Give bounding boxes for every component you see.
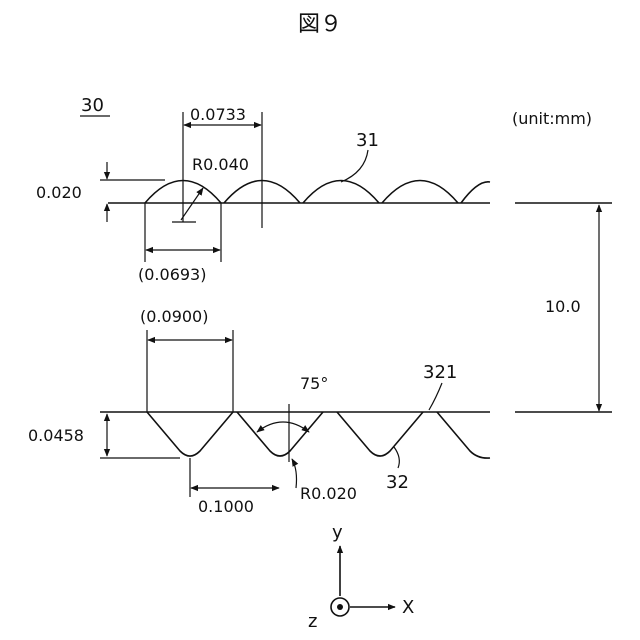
unit-label: (unit:mm): [512, 109, 592, 128]
lens-arc-partial: [461, 182, 490, 203]
coordinate-axes: y X z: [308, 522, 414, 632]
lens-arc-3: [303, 181, 379, 204]
prism-pitch-label: 0.1000: [198, 497, 254, 516]
radius-arrow: [181, 188, 203, 220]
lens-pitch-label: 0.0733: [190, 105, 246, 124]
lens-chord-label: (0.0693): [138, 265, 206, 284]
axis-z-dot: [337, 604, 343, 610]
ref-31-label: 31: [356, 130, 379, 151]
axis-x-label: X: [402, 597, 414, 618]
angle-arc: [257, 422, 309, 432]
tip-radius-leader: [292, 459, 297, 488]
ref-32-label: 32: [386, 472, 409, 493]
prism-groove-3: [337, 412, 423, 456]
ref-32-leader: [394, 447, 399, 468]
ref-321-label: 321: [423, 362, 457, 383]
thickness-label: 10.0: [545, 297, 581, 316]
figure-title: 図９: [298, 12, 342, 37]
ref-31-leader: [341, 150, 368, 182]
prism-groove-partial: [437, 412, 490, 458]
ref-30-label: 30: [81, 95, 104, 116]
prism-top-width-label: (0.0900): [140, 307, 208, 326]
ref-321-leader: [429, 383, 442, 410]
lower-prism-surface: [100, 412, 612, 458]
prism-angle-label: 75°: [300, 374, 328, 393]
lens-radius-label: R0.040: [192, 155, 249, 174]
lens-arc-4: [382, 181, 458, 204]
lens-height-label: 0.020: [36, 183, 82, 202]
prism-groove-1: [147, 412, 233, 456]
axis-z-label: z: [308, 611, 317, 632]
prism-groove-2: [237, 412, 323, 456]
upper-lens-surface: [108, 181, 612, 204]
axis-y-label: y: [332, 522, 343, 543]
prism-depth-label: 0.0458: [28, 426, 84, 445]
prism-tip-radius-label: R0.020: [300, 484, 357, 503]
